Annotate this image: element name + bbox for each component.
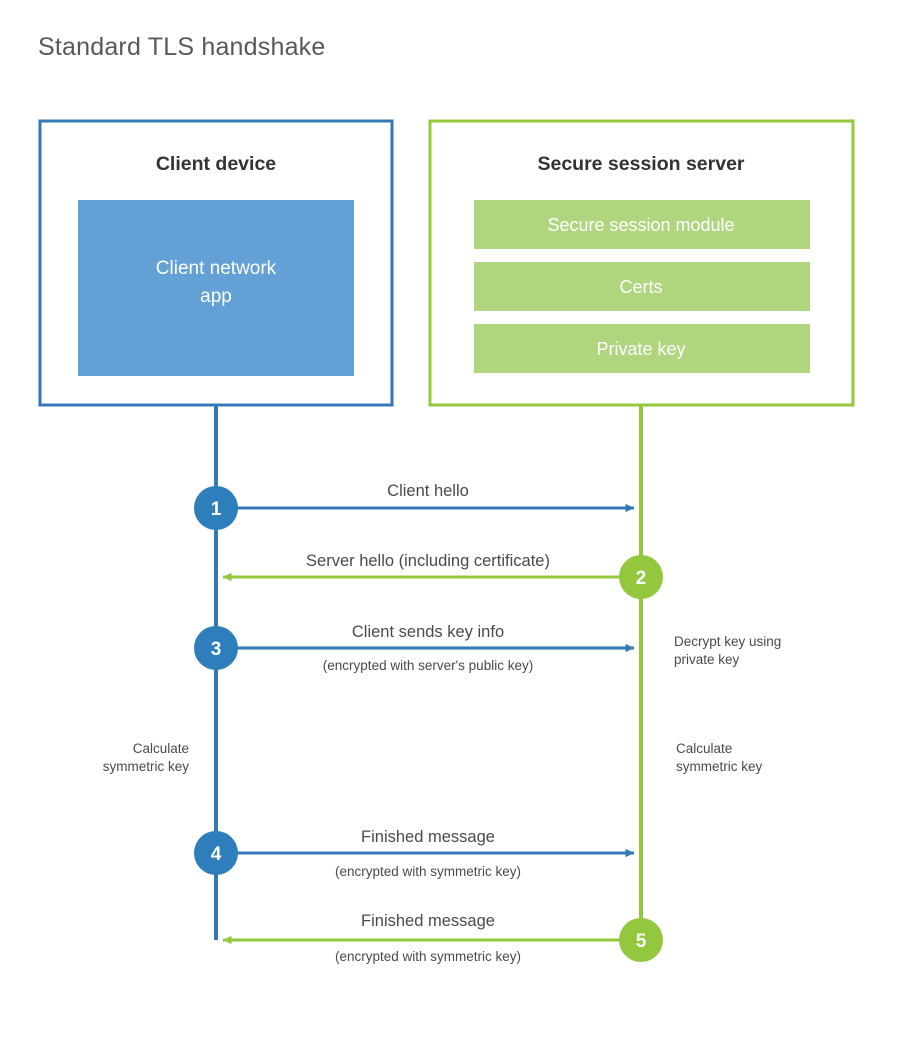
decrypt-key-note: Decrypt key using private key	[674, 634, 781, 667]
client-network-app-box	[78, 200, 354, 376]
server-calc-note-line1: Calculate	[676, 741, 732, 756]
step-2-badge	[619, 555, 663, 599]
step-3-badge	[194, 626, 238, 670]
step-5-label: Finished message	[361, 912, 495, 930]
step-2-number: 2	[636, 568, 647, 589]
server-calc-note-line2: symmetric key	[676, 759, 763, 774]
step-1-message: Client hello 1	[194, 482, 635, 530]
step-4-number: 4	[211, 844, 222, 865]
step-3-sublabel: (encrypted with server's public key)	[323, 658, 533, 673]
server-module-box-0	[474, 200, 810, 249]
decrypt-key-note-line1: Decrypt key using	[674, 634, 781, 649]
page-title: Standard TLS handshake	[38, 33, 325, 61]
server-module-label-0: Secure session module	[547, 215, 734, 235]
client-calculate-symmetric-key-note: Calculate symmetric key	[103, 741, 190, 774]
decrypt-key-note-line2: private key	[674, 652, 740, 667]
step-4-sublabel: (encrypted with symmetric key)	[335, 864, 521, 879]
server-calculate-symmetric-key-note: Calculate symmetric key	[676, 741, 763, 774]
client-device-node: Client device Client network app	[38, 119, 394, 407]
server-module-label-2: Private key	[596, 339, 685, 359]
server-module-label-1: Certs	[619, 277, 662, 297]
client-network-app-label-line2: app	[200, 286, 232, 307]
step-3-number: 3	[211, 639, 222, 660]
step-4-badge	[194, 831, 238, 875]
client-calc-note-line1: Calculate	[133, 741, 189, 756]
step-2-label: Server hello (including certificate)	[306, 552, 550, 570]
step-1-label: Client hello	[387, 482, 469, 500]
client-network-app-label-line1: Client network	[156, 258, 277, 279]
step-5-badge	[619, 918, 663, 962]
server-module-box-1	[474, 262, 810, 311]
server-module-box-2	[474, 324, 810, 373]
step-5-number: 5	[636, 931, 647, 952]
step-5-sublabel: (encrypted with symmetric key)	[335, 949, 521, 964]
client-device-title: Client device	[156, 153, 276, 175]
client-calc-note-line2: symmetric key	[103, 759, 190, 774]
step-1-badge	[194, 486, 238, 530]
step-4-message: Finished message (encrypted with symmetr…	[194, 828, 635, 879]
step-1-number: 1	[211, 499, 222, 520]
step-3-message: Client sends key info (encrypted with se…	[194, 623, 635, 673]
step-5-message: Finished message (encrypted with symmetr…	[222, 912, 663, 964]
secure-session-server-node: Secure session server Secure session mod…	[428, 119, 855, 407]
step-2-message: Server hello (including certificate) 2	[222, 552, 663, 599]
secure-session-server-title: Secure session server	[537, 153, 744, 175]
step-4-label: Finished message	[361, 828, 495, 846]
step-3-label: Client sends key info	[352, 623, 504, 641]
